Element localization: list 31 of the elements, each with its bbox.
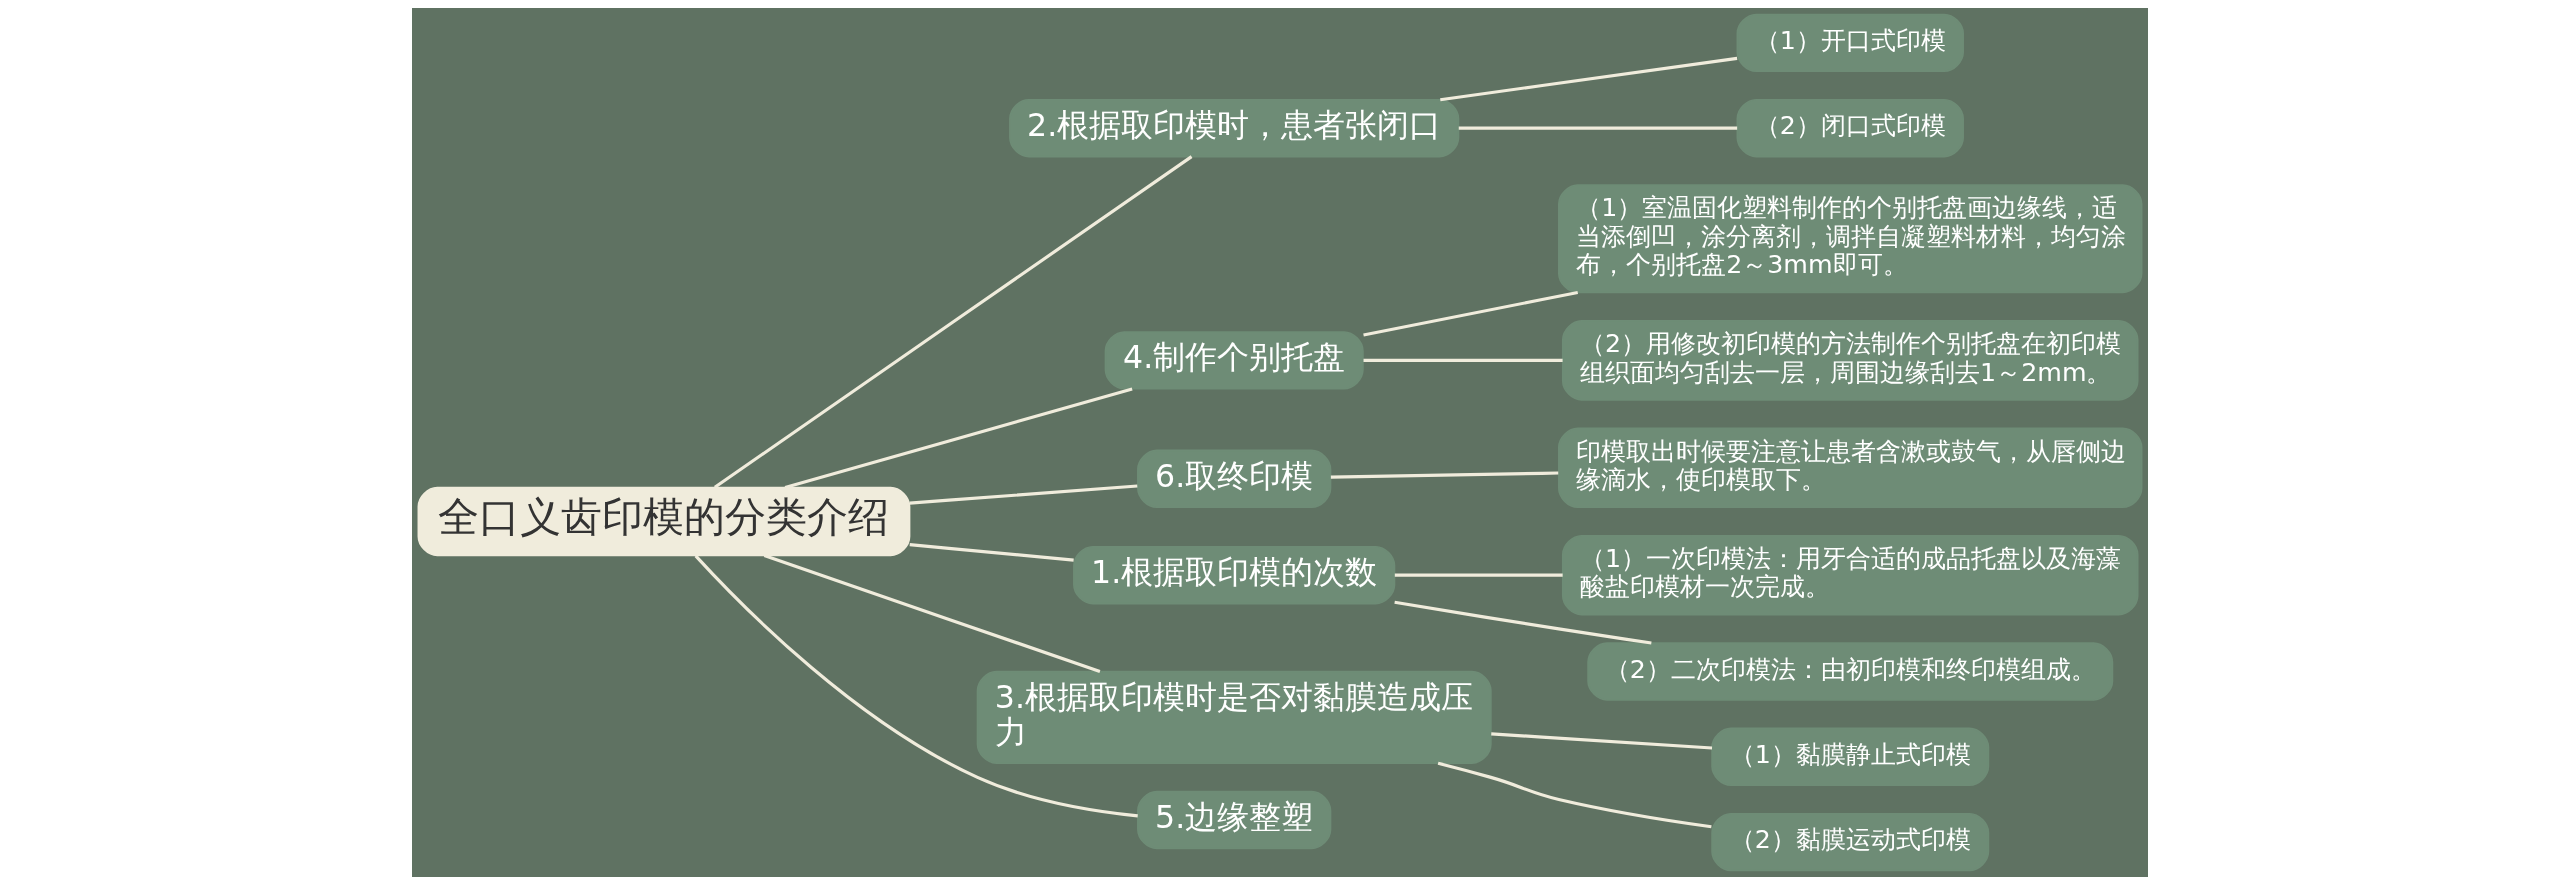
connector (1394, 573, 1563, 577)
node-box: 印模取出时候要注意让患者含漱或鼓气，从唇侧边缘滴水，使印模取下。 (1558, 427, 2143, 509)
node-box: （2）用修改初印模的方法制作个别托盘在初印模组织面均匀刮去一层，周围边缘刮去1～2mm。 (1561, 320, 2139, 401)
node-box: 全口义齿印模的分类介绍 (417, 486, 911, 557)
node-box: （2）二次印模法：由初印模和终印模组成。 (1587, 642, 2114, 701)
connector (1440, 56, 1738, 102)
connector (1491, 732, 1713, 750)
connector (713, 155, 1193, 489)
node-box: 5.边缘整塑 (1137, 790, 1332, 850)
connector (909, 484, 1138, 505)
node-box: （1）室温固化塑料制作的个别托盘画边缘线，适当添倒凹，涂分离剂，调拌自凝塑料材料，均匀涂布，个别托盘2～3mm即可。 (1558, 184, 2143, 294)
connector (1458, 126, 1738, 130)
node-box: （1）开口式印模 (1736, 13, 1964, 73)
node-box: 4.制作个别托盘 (1104, 331, 1364, 390)
node-box: 2.根据取印模时，患者张闭口 (1009, 98, 1460, 158)
connector (1363, 290, 1579, 337)
node-box: （1）一次印模法：用牙合适的成品托盘以及海藻酸盐印模材一次完成。 (1561, 534, 2139, 616)
node-box: （1）黏膜静止式印模 (1711, 727, 1990, 787)
connector (1437, 761, 1712, 829)
node-box: 6.取终印模 (1137, 449, 1332, 509)
node-box: （2）闭口式印模 (1736, 98, 1964, 158)
connector (1394, 600, 1652, 645)
connector (784, 387, 1133, 490)
node-box: 3.根据取印模时是否对黏膜造成压力 (976, 670, 1492, 764)
node-box: （2）黏膜运动式印模 (1711, 812, 1990, 872)
connector (763, 554, 1101, 673)
connector (694, 554, 1138, 818)
connector (909, 543, 1074, 562)
connector (1330, 471, 1559, 479)
node-box: 1.根据取印模的次数 (1073, 545, 1396, 605)
connector (1363, 358, 1563, 362)
